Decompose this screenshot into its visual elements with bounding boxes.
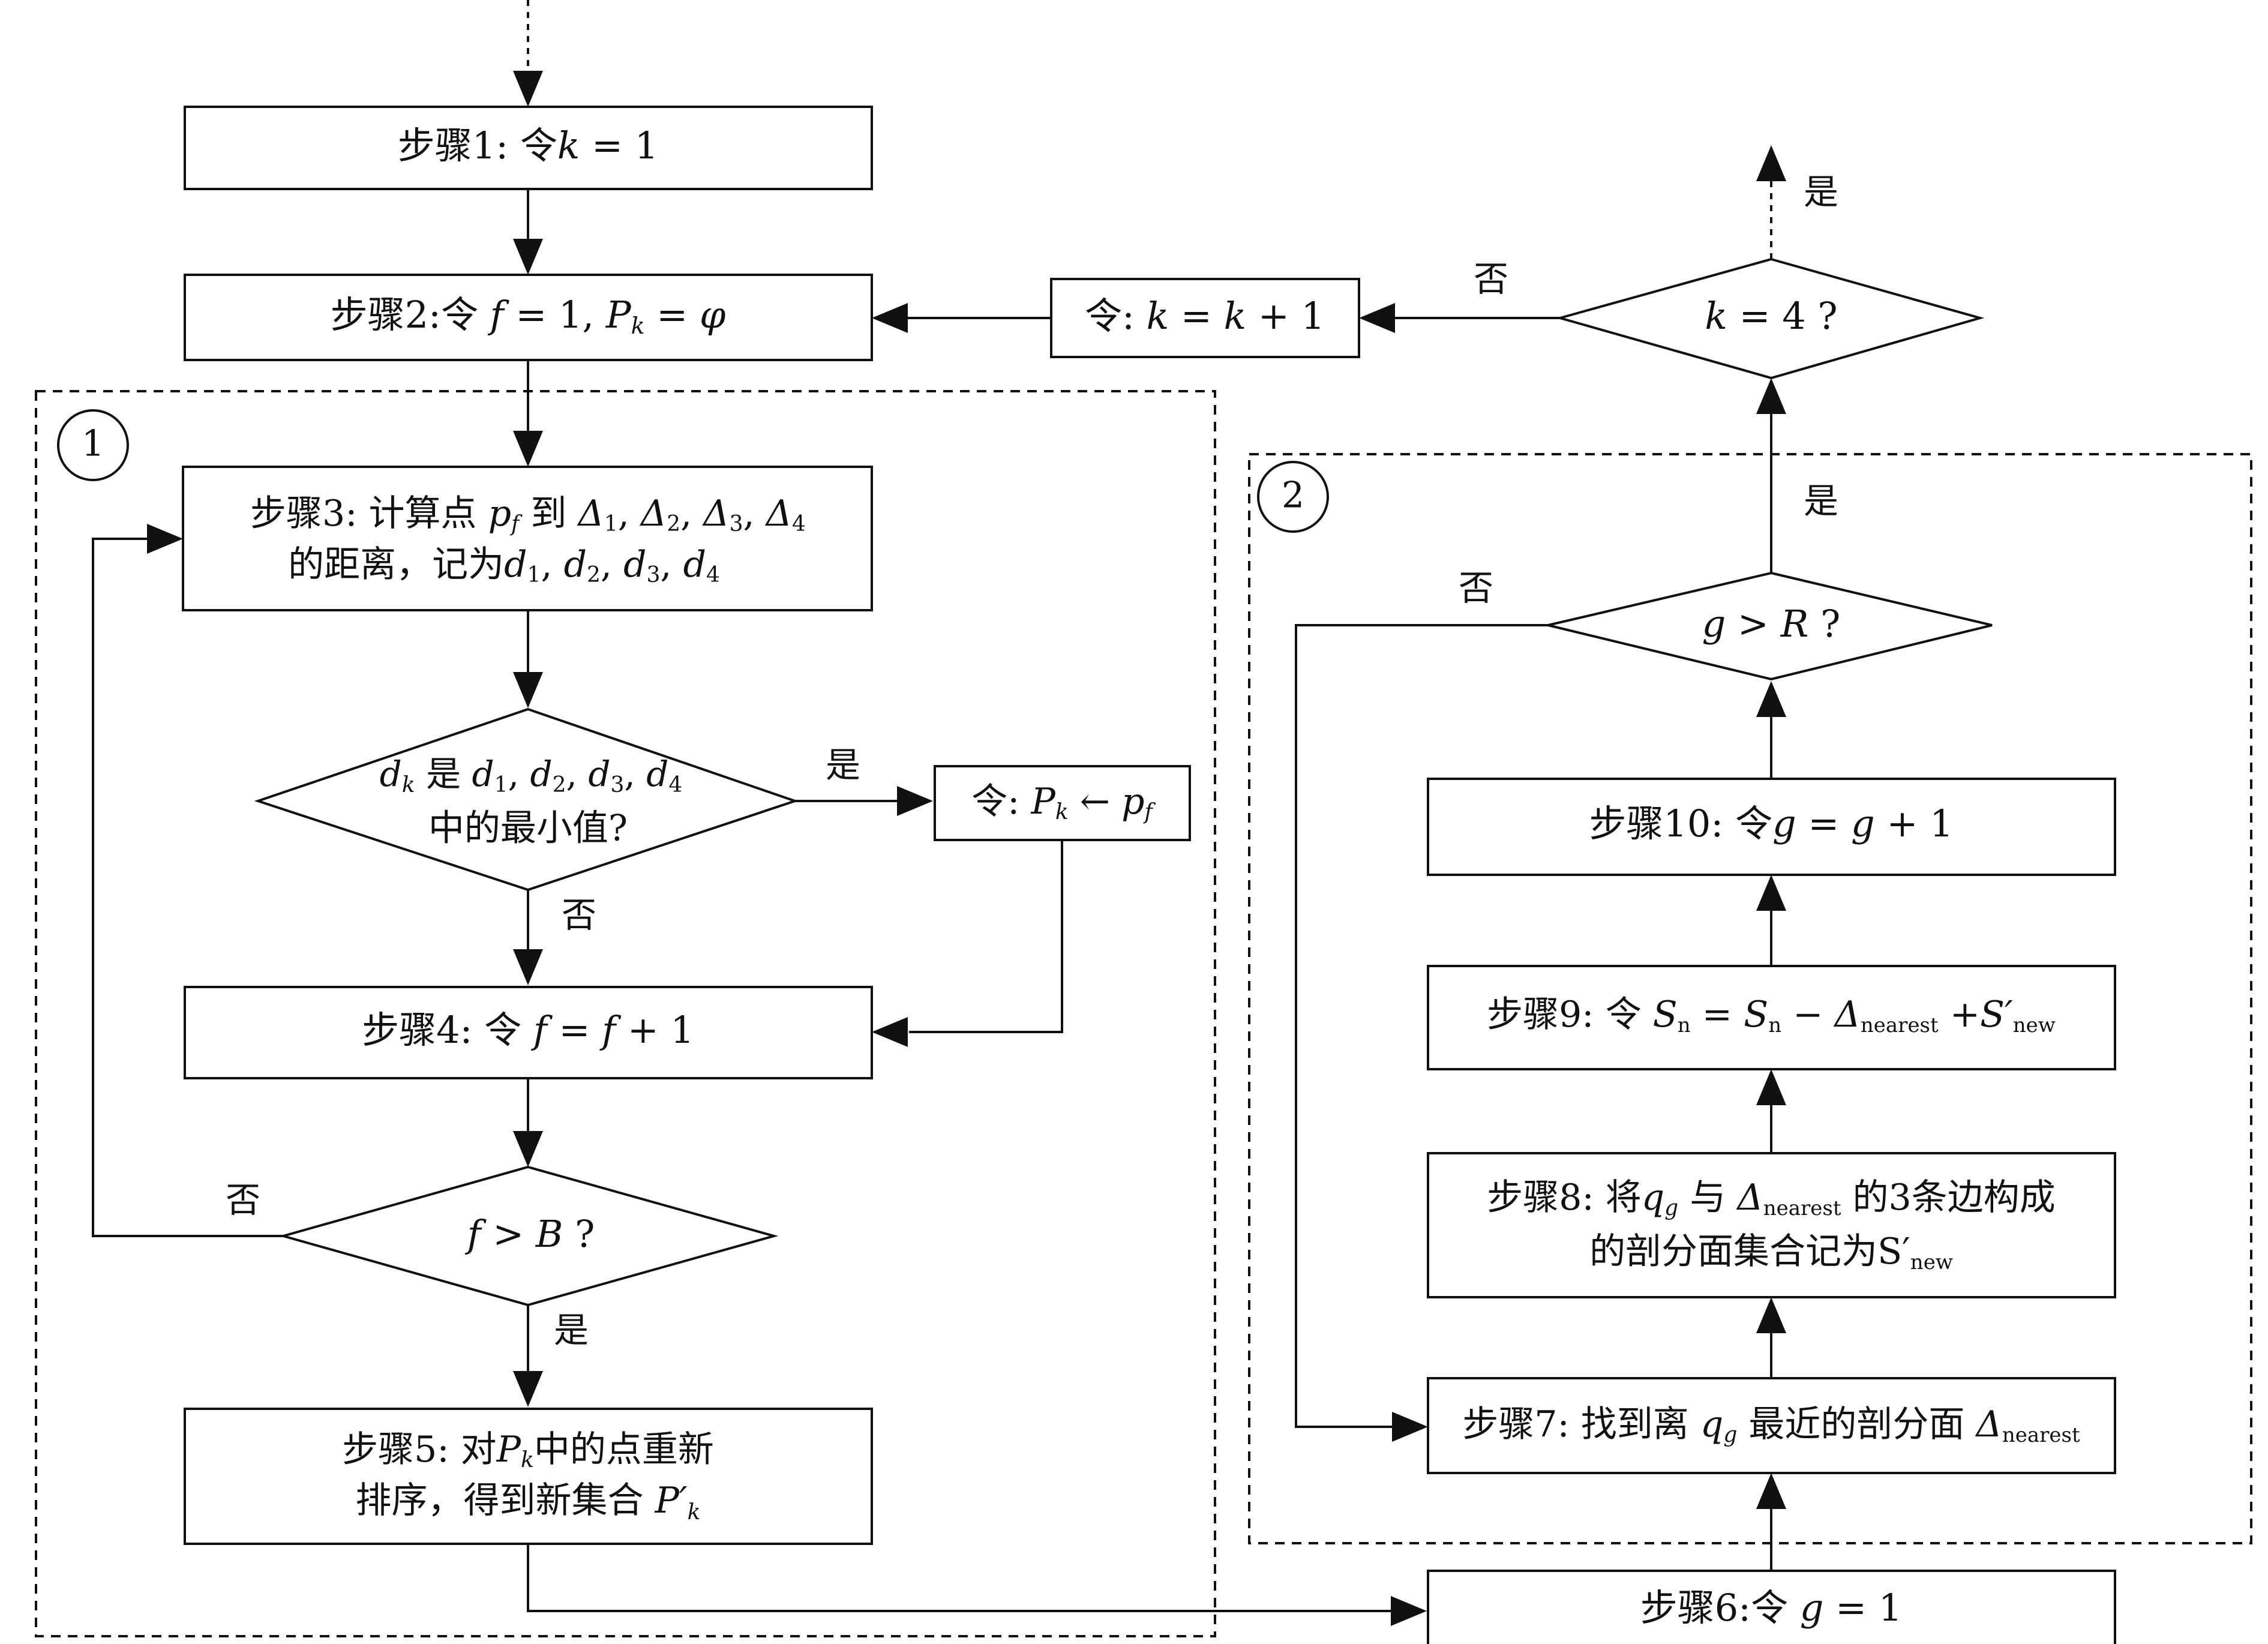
- gR-no-label: 否: [1459, 568, 1493, 608]
- decision-f-greater-B: f > B ?: [278, 1165, 779, 1307]
- gR-no-loop-line: [1295, 624, 1548, 1428]
- region-1-frame: [35, 390, 1216, 1637]
- region-1-marker: [57, 409, 129, 481]
- step2-to-step3-arrowhead: [513, 431, 543, 467]
- svg-text:f > B ?: f > B ?: [465, 1212, 595, 1256]
- svg-text:步骤1: 令k = 1: 步骤1: 令k = 1: [398, 124, 658, 167]
- step7-to-step8-arrowhead: [1756, 1297, 1786, 1333]
- svg-text:步骤3: 计算点 pf 到 Δ1, Δ2, Δ3, Δ4: 步骤3: 计算点 pf 到 Δ1, Δ2, Δ3, Δ4: [250, 493, 806, 536]
- fB-yes-label: 是: [554, 1310, 589, 1351]
- step9-to-step10-arrowhead: [1756, 875, 1786, 911]
- svg-text:步骤8: 将qg 与 Δnearest 的3条边构成: 步骤8: 将qg 与 Δnearest 的3条边构成: [1487, 1177, 2055, 1220]
- dk-no-arrowhead: [513, 949, 543, 985]
- step5-to-step6-arrowhead: [1391, 1596, 1427, 1626]
- svg-text:dk 是 d1, d2, d3, d4: dk 是 d1, d2, d3, d4: [380, 754, 683, 797]
- svg-text:步骤4: 令 f = f + 1: 步骤4: 令 f = f + 1: [362, 1008, 694, 1052]
- step6-box: 步骤6:令 g = 1: [1427, 1570, 2116, 1644]
- step3-box: 步骤3: 计算点 pf 到 Δ1, Δ2, Δ3, Δ4 的距离，记为d1, d…: [182, 466, 873, 611]
- svg-text:步骤9: 令 Sn = Sn − Δnearest +S′n: 步骤9: 令 Sn = Sn − Δnearest +S′new: [1487, 994, 2056, 1037]
- svg-text:步骤10: 令g = g + 1: 步骤10: 令g = g + 1: [1589, 802, 1953, 845]
- step6-to-step7-arrowhead: [1756, 1473, 1786, 1509]
- svg-text:g > R ?: g > R ?: [1702, 602, 1841, 646]
- dk-yes-label: 是: [826, 745, 860, 785]
- decision-g-greater-R: g > R ?: [1547, 571, 1993, 681]
- step10-box: 步骤10: 令g = g + 1: [1427, 778, 2116, 876]
- step4-to-fB-arrowhead: [513, 1131, 543, 1167]
- decision-dk-minimum: dk 是 d1, d2, d3, d4 中的最小值?: [254, 707, 799, 892]
- step5-to-step6-line: [527, 1544, 1392, 1612]
- region-2-number: 2: [1282, 475, 1304, 517]
- fB-no-loop-line: [92, 538, 283, 1237]
- inck-to-step2-arrowhead: [872, 303, 908, 333]
- svg-text:步骤2:令 f = 1, Pk = φ: 步骤2:令 f = 1, Pk = φ: [331, 293, 726, 338]
- fB-no-loop-arrowhead: [147, 524, 183, 554]
- dk-yes-arrowhead: [897, 786, 933, 816]
- dk-no-label: 否: [562, 895, 596, 935]
- svg-text:步骤5: 对Pk中的点重新: 步骤5: 对Pk中的点重新: [342, 1429, 714, 1472]
- step8-box: 步骤8: 将qg 与 Δnearest 的3条边构成 的剖分面集合记为S′new: [1427, 1152, 2116, 1298]
- step7-box: 步骤7: 找到离 qg 最近的剖分面 Δnearest: [1427, 1377, 2116, 1474]
- step3-to-dk-arrowhead: [513, 672, 543, 708]
- step1-to-step2-arrowhead: [513, 239, 543, 275]
- svg-text:k = 4 ?: k = 4 ?: [1705, 294, 1837, 338]
- fB-yes-arrowhead: [513, 1371, 543, 1407]
- svg-text:中的最小值?: 中的最小值?: [428, 808, 628, 850]
- svg-text:的剖分面集合记为S′new: 的剖分面集合记为S′new: [1589, 1231, 1953, 1274]
- assign-to-step4-arrowhead: [872, 1017, 908, 1047]
- region-2-frame: [1248, 453, 2252, 1544]
- region-1-number: 1: [82, 423, 104, 465]
- svg-text:令: Pk ← pf: 令: Pk ← pf: [971, 781, 1156, 824]
- step4-box: 步骤4: 令 f = f + 1: [184, 986, 873, 1079]
- svg-text:步骤7: 找到离 qg 最近的剖分面 Δnearest: 步骤7: 找到离 qg 最近的剖分面 Δnearest: [1462, 1403, 2080, 1447]
- svg-text:令: k = k + 1: 令: k = k + 1: [1085, 294, 1325, 338]
- fB-no-label: 否: [226, 1180, 260, 1220]
- step2-box: 步骤2:令 f = 1, Pk = φ: [184, 274, 873, 361]
- assign-to-step4-line: [909, 840, 1063, 1033]
- k4-yes-exit-arrowhead: [1756, 145, 1786, 181]
- region-2-marker: [1257, 461, 1329, 533]
- svg-text:步骤6:令 g = 1: 步骤6:令 g = 1: [1640, 1586, 1903, 1630]
- gR-yes-label: 是: [1804, 481, 1838, 521]
- increment-k-box: 令: k = k + 1: [1050, 278, 1360, 358]
- entry-arrowhead: [513, 71, 543, 107]
- k4-yes-label: 是: [1804, 172, 1838, 212]
- connectors: [92, 0, 1786, 1626]
- k4-no-arrowhead: [1359, 303, 1395, 333]
- svg-text:排序，得到新集合 P′k: 排序，得到新集合 P′k: [356, 1480, 701, 1525]
- step5-box: 步骤5: 对Pk中的点重新 排序，得到新集合 P′k: [184, 1408, 873, 1545]
- assign-pk-box: 令: Pk ← pf: [934, 765, 1191, 841]
- gR-no-loop-arrowhead: [1392, 1412, 1428, 1442]
- step10-to-gR-arrowhead: [1756, 681, 1786, 717]
- k4-no-label: 否: [1474, 259, 1508, 299]
- step8-to-step9-arrowhead: [1756, 1069, 1786, 1105]
- decision-k-equals-4: k = 4 ?: [1555, 257, 1985, 380]
- step1-box: 步骤1: 令k = 1: [184, 106, 873, 190]
- gR-yes-arrowhead: [1756, 378, 1786, 414]
- step9-box: 步骤9: 令 Sn = Sn − Δnearest +S′new: [1427, 965, 2116, 1070]
- svg-text:的距离，记为d1, d2, d3, d4: 的距离，记为d1, d2, d3, d4: [288, 544, 720, 587]
